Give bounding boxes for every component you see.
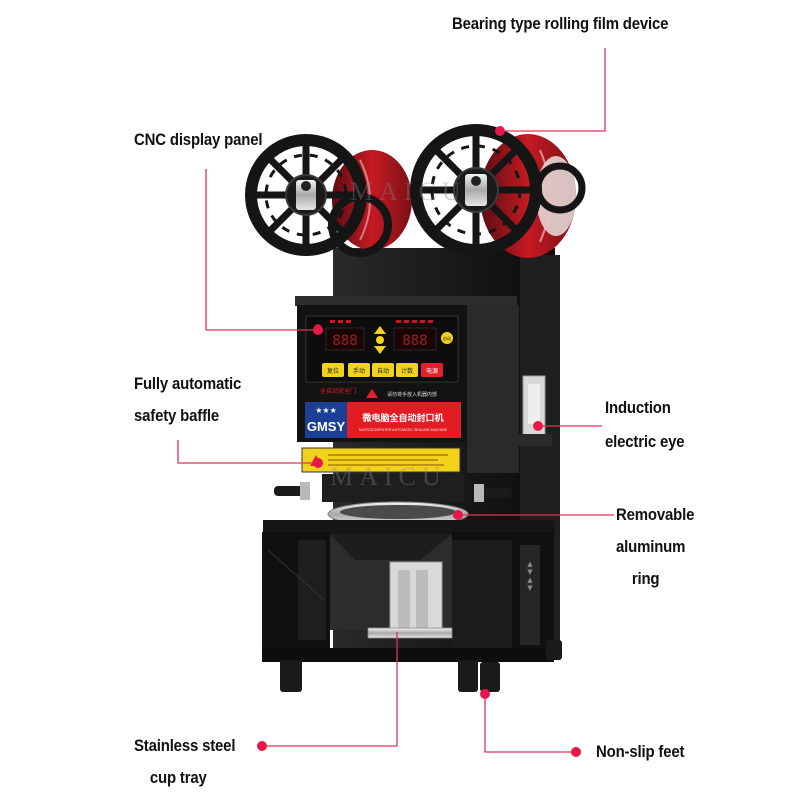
callout-ring-line-2: aluminum xyxy=(616,537,686,556)
set-button-icon xyxy=(376,336,384,344)
up-arrow-icon xyxy=(374,326,386,334)
safety-baffle xyxy=(301,447,461,473)
callout-ring: Removable aluminum ring xyxy=(616,499,694,595)
right-side-knob xyxy=(474,484,512,502)
callout-baffle: Fully automatic safety baffle xyxy=(134,368,241,432)
callout-ring-line-3: ring xyxy=(631,569,660,588)
leader-line-tray xyxy=(262,632,398,747)
led-display-right-value: 888 xyxy=(402,333,427,349)
model-name-en: MICROCOMPUTER AUTOMATIC SEALING MACHINE xyxy=(359,428,448,432)
callout-feet: Non-slip feet xyxy=(596,736,684,768)
callout-bearing-line-1: Bearing type rolling film device xyxy=(452,14,669,33)
warning-triangle-icon xyxy=(366,389,378,398)
base-inner-shadow xyxy=(330,534,452,560)
brand-name: GMSY xyxy=(307,419,346,434)
callout-dot-cnc xyxy=(313,325,323,335)
key-label-count: 计数 xyxy=(401,367,413,375)
key-label-manual: 手动 xyxy=(353,367,365,375)
stop-button xyxy=(441,332,453,344)
callout-cnc: CNC display panel xyxy=(134,124,263,156)
leader-line-baffle xyxy=(177,440,318,464)
callout-dot-eye xyxy=(533,421,543,431)
led-display-right xyxy=(393,327,437,351)
led-display-left-value: 888 xyxy=(332,333,357,349)
key-label-auto: 自动 xyxy=(377,367,389,375)
callout-dot-baffle xyxy=(313,458,323,468)
keypad xyxy=(322,363,443,377)
base-right-leg: ▲▼▲▼ xyxy=(452,532,554,654)
stop-button-label: 启动 xyxy=(443,335,451,341)
safety-door-label: 全自动安全门 xyxy=(320,387,356,395)
callout-dot-tray xyxy=(257,741,267,751)
callout-tray: Stainless steel cup tray xyxy=(134,730,235,794)
leader-line-cnc xyxy=(205,169,318,331)
reel-left xyxy=(245,134,367,256)
base-bottom xyxy=(262,648,554,662)
callout-tray-line-1: Stainless steel xyxy=(134,736,236,755)
callout-dot-feet xyxy=(480,689,490,699)
brand-badge: ★★★ GMSY 微电脑全自动封口机 MICROCOMPUTER AUTOMAT… xyxy=(305,402,461,438)
reel-side-right xyxy=(534,162,586,214)
callout-tray-line-2: cup tray xyxy=(149,768,207,787)
callout-eye-line-1: Induction xyxy=(605,398,671,417)
down-arrow-icon xyxy=(374,346,386,354)
side-arrow-marks: ▲▼▲▼ xyxy=(526,560,534,592)
reel-side-left xyxy=(328,193,392,257)
callout-dot-bearing xyxy=(495,126,505,136)
leader-line-bearing xyxy=(500,48,606,132)
leader-line-feet xyxy=(484,694,576,753)
base-left-leg xyxy=(262,532,330,654)
watermark-top: MAICU xyxy=(350,177,467,206)
watermark-bottom: MAICU xyxy=(330,462,447,491)
callout-ring-line-1: Removable xyxy=(616,505,695,524)
led-display-left xyxy=(325,327,365,351)
control-head-side xyxy=(467,305,519,473)
key-label-reset: 复位 xyxy=(327,367,339,375)
callout-bearing: Bearing type rolling film device xyxy=(452,8,669,40)
control-head-top xyxy=(295,296,517,306)
sealing-machine: 888 888 启动 手动 自动 计数 复位 电源 全自动安全门 xyxy=(245,124,586,692)
callout-baffle-line-1: Fully automatic xyxy=(134,374,242,393)
cup-tray xyxy=(367,561,453,639)
non-slip-feet xyxy=(280,640,562,692)
reel-right xyxy=(410,124,542,256)
cnc-display-panel: 888 888 启动 手动 自动 计数 复位 电源 xyxy=(305,315,459,383)
callout-dot-ring xyxy=(453,510,463,520)
brand-stars: ★★★ xyxy=(315,406,337,415)
sealing-head xyxy=(322,474,464,502)
callout-eye-line-2: electric eye xyxy=(605,432,685,451)
base-top xyxy=(263,520,555,534)
model-name-cn: 微电脑全自动封口机 xyxy=(361,412,443,424)
callout-eye: Induction electric eye xyxy=(605,392,685,458)
callout-cnc-line-1: CNC display panel xyxy=(134,130,263,149)
key-label-power: 电源 xyxy=(426,367,438,375)
callout-feet-line-1: Non-slip feet xyxy=(596,742,685,761)
callout-baffle-line-2: safety baffle xyxy=(134,406,220,425)
callout-dot-feet-end xyxy=(571,747,581,757)
left-side-knob xyxy=(274,482,310,500)
induction-eye xyxy=(512,375,552,446)
hand-warning-label: 请勿将手放入机器内部 xyxy=(387,391,437,398)
